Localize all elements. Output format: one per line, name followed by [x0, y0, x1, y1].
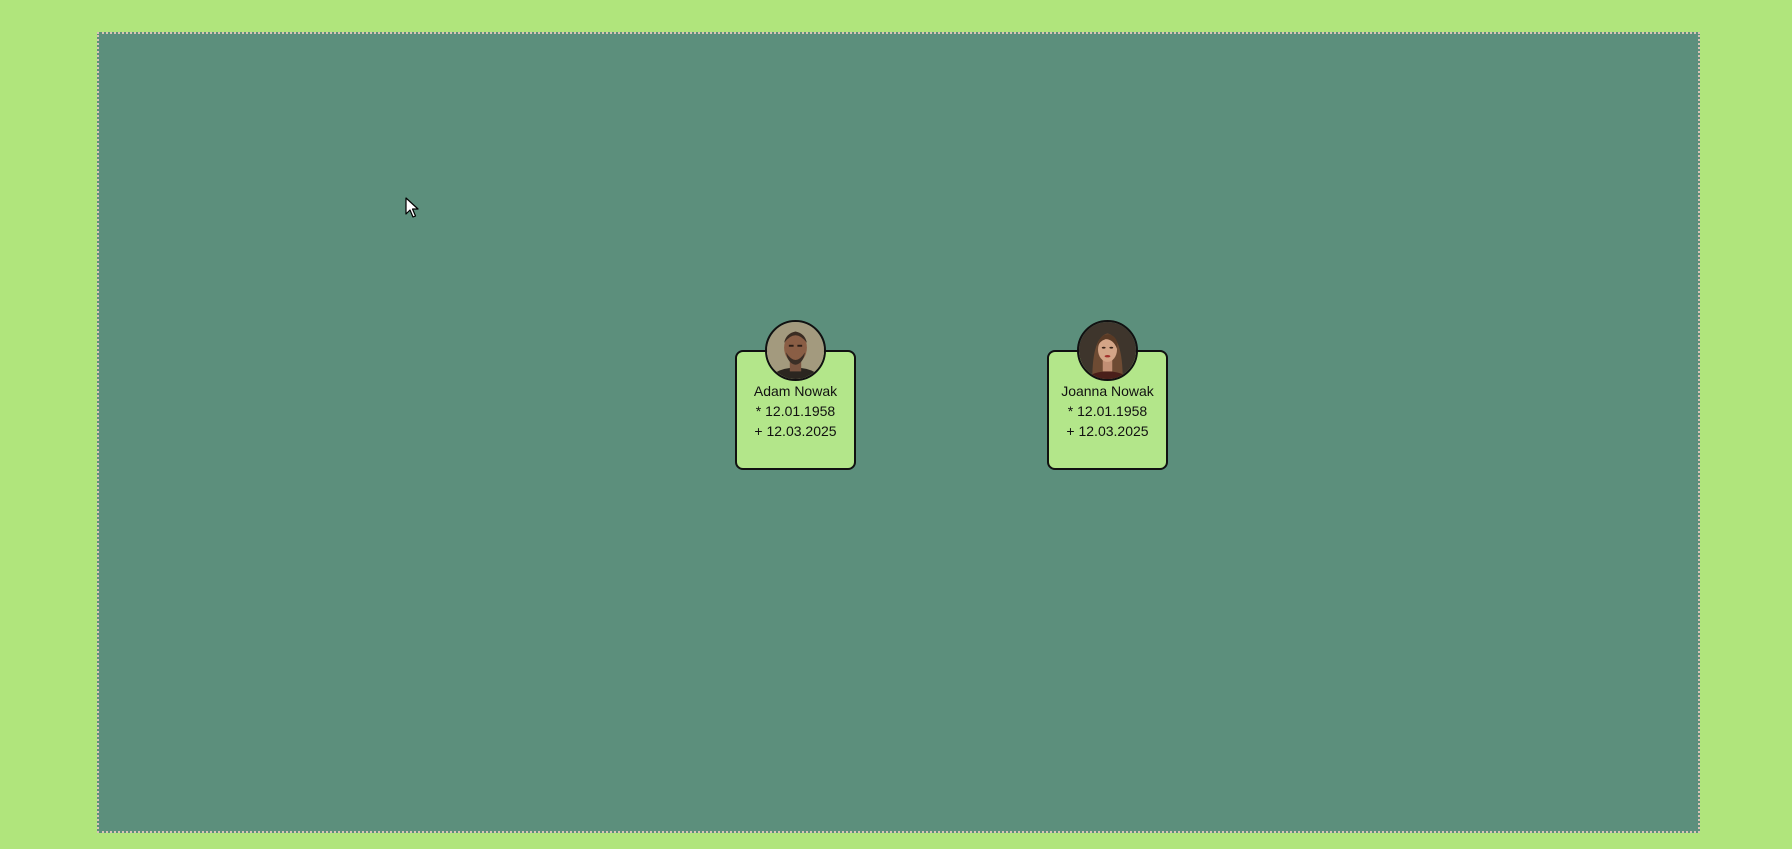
death-date: + 12.03.2025 [754, 423, 837, 439]
person-name: Joanna Nowak [1061, 383, 1154, 399]
birth-date: * 12.01.1958 [1067, 403, 1148, 419]
portrait-woman-icon[interactable] [1077, 320, 1138, 381]
family-tree-canvas[interactable]: Adam Nowak * 12.01.1958 + 12.03.2025 Joa… [97, 32, 1700, 833]
portrait-man-icon[interactable] [765, 320, 826, 381]
person-node-adam-nowak[interactable]: Adam Nowak * 12.01.1958 + 12.03.2025 [735, 320, 856, 470]
mouse-pointer-icon [405, 197, 419, 219]
person-name: Adam Nowak [753, 383, 838, 399]
person-card[interactable]: Adam Nowak * 12.01.1958 + 12.03.2025 [735, 350, 856, 470]
person-card[interactable]: Joanna Nowak * 12.01.1958 + 12.03.2025 [1047, 350, 1168, 470]
person-node-joanna-nowak[interactable]: Joanna Nowak * 12.01.1958 + 12.03.2025 [1047, 320, 1168, 470]
death-date: + 12.03.2025 [1066, 423, 1149, 439]
birth-date: * 12.01.1958 [755, 403, 836, 419]
